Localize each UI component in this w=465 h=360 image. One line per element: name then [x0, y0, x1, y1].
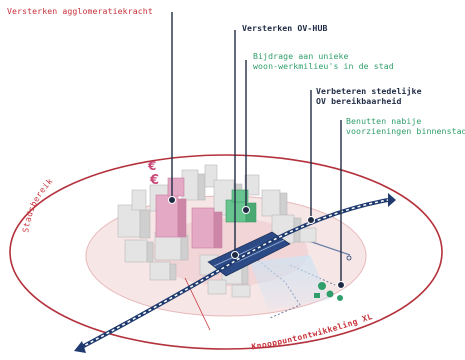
callout-dot: [242, 206, 250, 214]
label-bereikbaarheid-line2: OV bereikbaarheid: [316, 96, 402, 106]
amenity-icons: [314, 282, 343, 301]
callout-lines: [171, 12, 342, 285]
rail-arrow-right: [388, 193, 396, 207]
callout-dot: [337, 281, 345, 289]
euro-symbol: €: [147, 159, 156, 173]
stadsbereik-label: Stadsbereik: [21, 176, 54, 233]
label-ov-hub: Versterken OV-HUB: [242, 23, 328, 33]
knooppunt-label: Knooppuntontwikkeling XL: [251, 312, 374, 352]
label-voorzieningen-line1: Benutten nabije: [346, 116, 422, 126]
label-bereikbaarheid-line1: Verbeteren stedelijke: [316, 86, 422, 96]
euro-symbol: €: [149, 173, 159, 188]
callout-dot: [307, 216, 315, 224]
callout-dot: [231, 251, 239, 259]
bike-icon: [346, 255, 352, 261]
callout-dot: [168, 196, 176, 204]
station-zone: [250, 255, 330, 310]
label-bijdrage-line2: woon-werkmilieu's in de stad: [253, 61, 394, 71]
label-agglomeratiekracht: Versterken agglomeratiekracht: [7, 6, 153, 16]
label-voorzieningen-line2: voorzieningen binnenstad: [346, 126, 465, 136]
rail-arrow-left: [74, 341, 86, 353]
label-bijdrage-line1: Bijdrage aan unieke: [253, 51, 349, 61]
rail-line-dashes: [79, 199, 389, 349]
outer-ring: [9, 154, 443, 350]
